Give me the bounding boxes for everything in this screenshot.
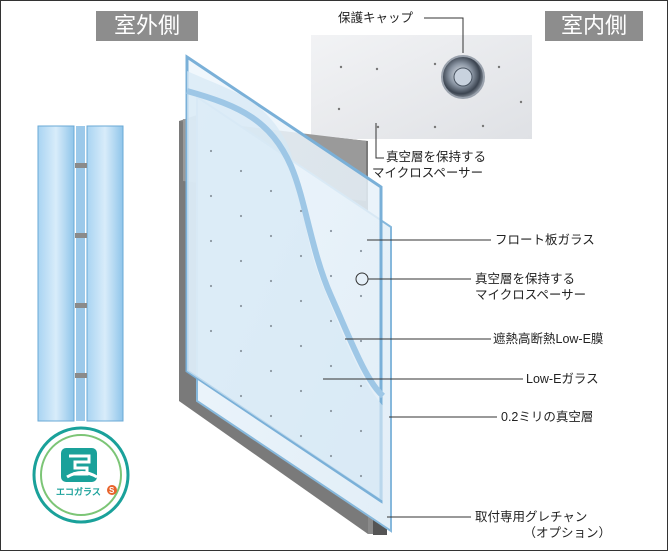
outdoor-side-tag: 室外側 xyxy=(96,11,198,41)
eco-glass-logo-badge: S xyxy=(109,486,115,495)
lowe-film-layer xyxy=(187,71,383,501)
eco-logo-mark xyxy=(61,448,97,482)
protection-cap-label: 保護キャップ xyxy=(338,11,414,25)
spacer-mark xyxy=(75,233,87,238)
lowe-film-edge xyxy=(186,88,386,399)
glazing-channel-label-1: 取付専用グレチャン xyxy=(475,510,588,524)
inset-spacer-label-1: 真空層を保持する xyxy=(386,150,487,164)
spacer-label-1: 真空層を保持する xyxy=(475,272,576,286)
eco-glass-logo xyxy=(32,426,130,524)
cross-section xyxy=(37,125,124,422)
inset-spacers xyxy=(337,62,523,129)
inset-spacer-label-2: マイクロスペーサー xyxy=(372,166,484,180)
spacer-label-2: マイクロスペーサー xyxy=(475,288,587,302)
spacer-mark xyxy=(75,373,87,378)
outer-glass-bar xyxy=(37,125,75,422)
inner-glass-bar xyxy=(86,125,124,422)
lowe-glass-label: Low-Eガラス xyxy=(526,372,599,386)
vacuum-layer-label: 0.2ミリの真空層 xyxy=(501,410,594,424)
spacer-mark xyxy=(75,163,87,168)
lowe-film-label: 遮熱高断熱Low-E膜 xyxy=(493,332,604,346)
float-glass-label: フロート板ガラス xyxy=(495,233,595,247)
indoor-side-tag: 室内側 xyxy=(545,11,643,41)
inset-photo xyxy=(311,35,532,139)
pane-spacers xyxy=(209,149,363,478)
leader-lines xyxy=(323,17,523,518)
glazing-channel-label-2: （オプション） xyxy=(523,526,611,540)
eco-logo-badge-bg xyxy=(107,485,117,495)
eco-glass-logo-text: エコガラス xyxy=(56,487,101,497)
spacer-mark xyxy=(75,303,87,308)
